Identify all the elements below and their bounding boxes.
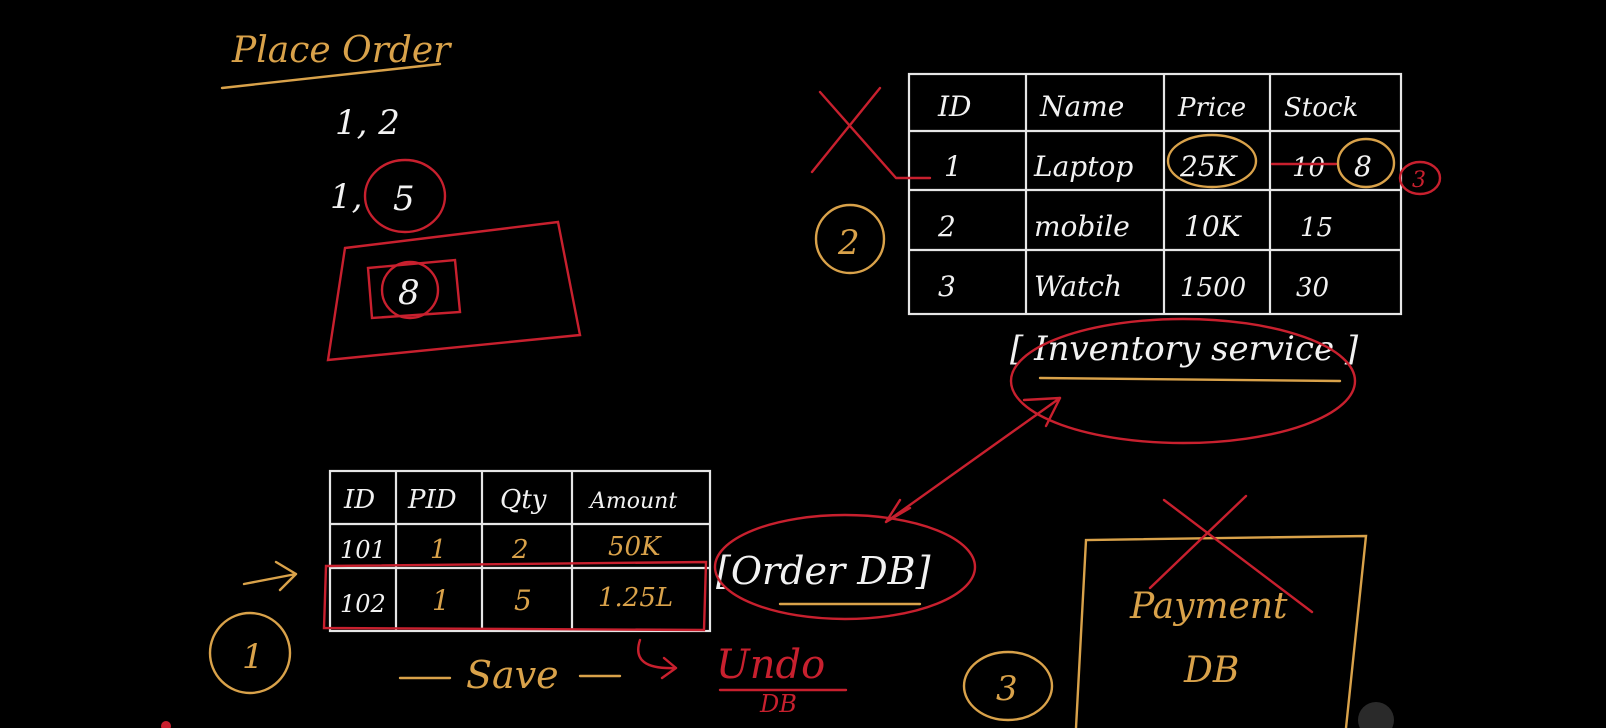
ord-row2-pid: 1 <box>432 584 450 617</box>
order-request-2-qty: 5 <box>393 179 415 219</box>
inv-header-stock: Stock <box>1284 93 1358 123</box>
inv-row1-price: 25K <box>1179 150 1239 183</box>
order-request-2-prefix: 1, <box>330 177 362 217</box>
step-2-label: 2 <box>837 223 860 263</box>
inv-header-price: Price <box>1177 93 1246 123</box>
inv-row1-stock-new: 8 <box>1354 150 1372 183</box>
title-underline <box>220 62 442 90</box>
ord-header-amount: Amount <box>588 489 677 514</box>
step-1-label: 1 <box>242 637 264 677</box>
inv-header-id: ID <box>937 90 972 123</box>
stock-box-outer <box>326 220 582 362</box>
ord-header-qty: Qty <box>500 485 547 515</box>
inventory-service-ellipse <box>1009 317 1357 445</box>
stock-circle <box>380 260 440 320</box>
inv-row1-id: 1 <box>944 150 962 183</box>
ord-row1-amount: 50K <box>608 532 662 562</box>
inv-row2-price: 10K <box>1184 210 1243 243</box>
place-order-title: Place Order <box>231 30 452 71</box>
payment-db-label-2: DB <box>1183 650 1239 691</box>
inv-row1-name: Laptop <box>1033 150 1133 183</box>
inv-row2-stock: 15 <box>1300 213 1333 243</box>
inventory-service-label: [ Inventory service ] <box>1010 329 1359 369</box>
order-inventory-arrow <box>884 396 1062 524</box>
step-3-label: 3 <box>996 669 1018 709</box>
save-label: Save <box>466 653 559 697</box>
row-arrow <box>242 560 298 592</box>
row1-cross <box>810 86 932 180</box>
ord-row1-qty: 2 <box>511 535 529 565</box>
payment-db-label-1: Payment <box>1129 586 1288 627</box>
inv-row1-stock: 10 <box>1292 153 1325 183</box>
payment-db-box <box>1074 534 1368 728</box>
ord-header-id: ID <box>343 485 375 515</box>
ord-row1-pid: 1 <box>430 535 447 565</box>
order-request-1: 1, 2 <box>335 103 400 143</box>
qty-circle <box>363 158 447 234</box>
cursor-icon <box>1358 702 1394 728</box>
order-db-label: [Order DB] <box>716 549 931 593</box>
stock-new-circle <box>1336 137 1396 189</box>
inventory-underline <box>1038 376 1342 383</box>
inv-row3-price: 1500 <box>1180 273 1246 303</box>
ord-header-pid: PID <box>407 485 457 515</box>
ord-row1-id: 101 <box>340 536 386 564</box>
price-circle <box>1166 133 1258 189</box>
order-table: ID PID Qty Amount 101 1 2 50K 102 1 5 1.… <box>328 469 712 633</box>
step-2-circle <box>814 203 886 275</box>
inv-row3-id: 3 <box>938 270 956 303</box>
undo-label: Undo <box>716 642 825 688</box>
side-note-value: 3 <box>1412 168 1426 193</box>
step-1-circle <box>208 611 292 695</box>
inventory-table: ID Name Price Stock 1 Laptop 25K 10 8 2 … <box>907 72 1403 316</box>
inv-row2-id: 2 <box>937 210 956 243</box>
ord-row2-amount: 1.25L <box>598 583 673 613</box>
stock-box-inner <box>366 258 462 320</box>
ink-dot <box>161 721 171 728</box>
inv-row3-stock: 30 <box>1296 273 1329 303</box>
undo-sub-label: DB <box>759 690 797 718</box>
inv-row2-name: mobile <box>1034 210 1130 243</box>
order-db-ellipse <box>713 513 977 621</box>
ord-row2-qty: 5 <box>514 584 532 617</box>
step-3-circle <box>962 650 1054 722</box>
ord-row2-id: 102 <box>340 590 386 618</box>
inv-header-name: Name <box>1039 90 1124 123</box>
side-note-circle <box>1398 160 1442 196</box>
stock-box-value: 8 <box>398 273 420 313</box>
row-102-highlight <box>322 560 708 632</box>
payment-db-cross <box>1148 494 1314 614</box>
undo-arrow <box>637 638 678 680</box>
inv-row3-name: Watch <box>1034 270 1122 303</box>
